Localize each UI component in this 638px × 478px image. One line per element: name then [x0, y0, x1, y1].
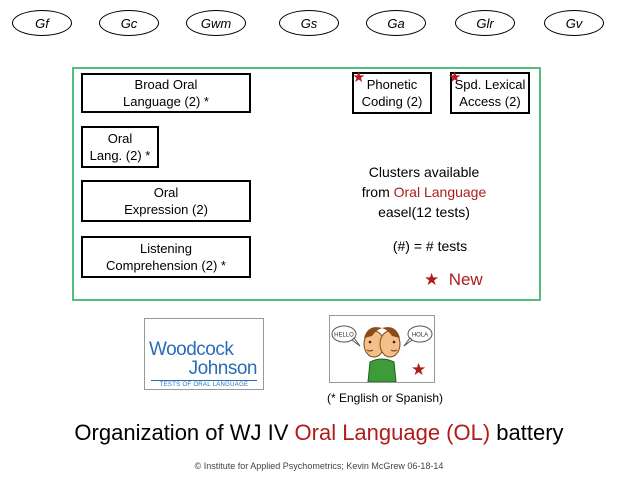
- note-line: easel(12 tests): [378, 204, 470, 220]
- language-caption: (* English or Spanish): [326, 391, 444, 405]
- clusters-note: Clusters available from Oral Language ea…: [340, 162, 508, 222]
- ability-oval-gwm: Gwm: [186, 10, 246, 36]
- cluster-label-line: Oral: [107, 131, 133, 146]
- copyright-footer: © Institute for Applied Psychometrics; K…: [194, 461, 444, 471]
- cluster-label-line: Access (2): [459, 94, 521, 109]
- tests-count-legend: (#) = # tests: [392, 238, 468, 254]
- note-line: Clusters available: [368, 164, 480, 180]
- bubble-left-text: HELLO: [334, 333, 354, 339]
- title-highlight: Oral Language (OL): [294, 420, 491, 445]
- cluster-group-frame: [72, 67, 541, 301]
- cluster-broad-oral-language: Broad Oral Language (2) *: [81, 73, 251, 113]
- woodcock-johnson-logo: Woodcock Johnson TESTS OF ORAL LANGUAGE: [144, 318, 264, 390]
- bilingual-heads-icon: HELLO HOLA: [331, 325, 433, 383]
- logo-line1: Woodcock: [149, 339, 234, 360]
- cluster-label-line: Broad Oral: [134, 77, 198, 92]
- cluster-label-line: Comprehension (2) *: [106, 258, 226, 273]
- new-star-icon: ★: [352, 69, 366, 86]
- new-star-icon: ★: [424, 270, 440, 289]
- cluster-phonetic-coding: Phonetic Coding (2): [352, 72, 432, 114]
- logo-subtitle: TESTS OF ORAL LANGUAGE: [159, 382, 249, 388]
- note-line: from Oral Language: [361, 184, 487, 200]
- cluster-label-line: Oral: [153, 185, 179, 200]
- cluster-label-line: Expression (2): [124, 202, 208, 217]
- ability-oval-ga: Ga: [366, 10, 426, 36]
- logo-line2: Johnson: [188, 358, 258, 379]
- ability-oval-gv: Gv: [544, 10, 604, 36]
- cluster-label-line: Lang. (2) *: [89, 148, 151, 163]
- ability-oval-gf: Gf: [12, 10, 72, 36]
- note-highlight: Oral Language: [393, 184, 487, 200]
- cluster-label-line: Language (2) *: [122, 94, 209, 109]
- bubble-right-text: HOLA: [412, 333, 428, 339]
- new-star-icon: ★: [411, 360, 427, 379]
- new-star-icon: ★: [448, 69, 462, 86]
- logo-rule: [151, 380, 257, 381]
- page-title: Organization of WJ IV Oral Language (OL)…: [74, 420, 564, 445]
- ability-oval-gc: Gc: [99, 10, 159, 36]
- new-legend-label: New: [448, 270, 483, 289]
- cluster-oral-expression: Oral Expression (2): [81, 180, 251, 222]
- cluster-listening-comprehension: Listening Comprehension (2) *: [81, 236, 251, 278]
- cluster-label-line: Phonetic: [366, 77, 418, 92]
- cluster-speeded-lexical-access: Spd. Lexical Access (2): [450, 72, 530, 114]
- cluster-oral-lang: Oral Lang. (2) *: [81, 126, 159, 168]
- cluster-label-line: Listening: [139, 241, 193, 256]
- new-legend: ★ New: [424, 270, 483, 290]
- ability-oval-gs: Gs: [279, 10, 339, 36]
- cluster-label-line: Spd. Lexical: [454, 77, 526, 92]
- bilingual-heads-illustration: HELLO HOLA: [329, 315, 435, 383]
- cluster-label-line: Coding (2): [361, 94, 423, 109]
- ability-oval-glr: Glr: [455, 10, 515, 36]
